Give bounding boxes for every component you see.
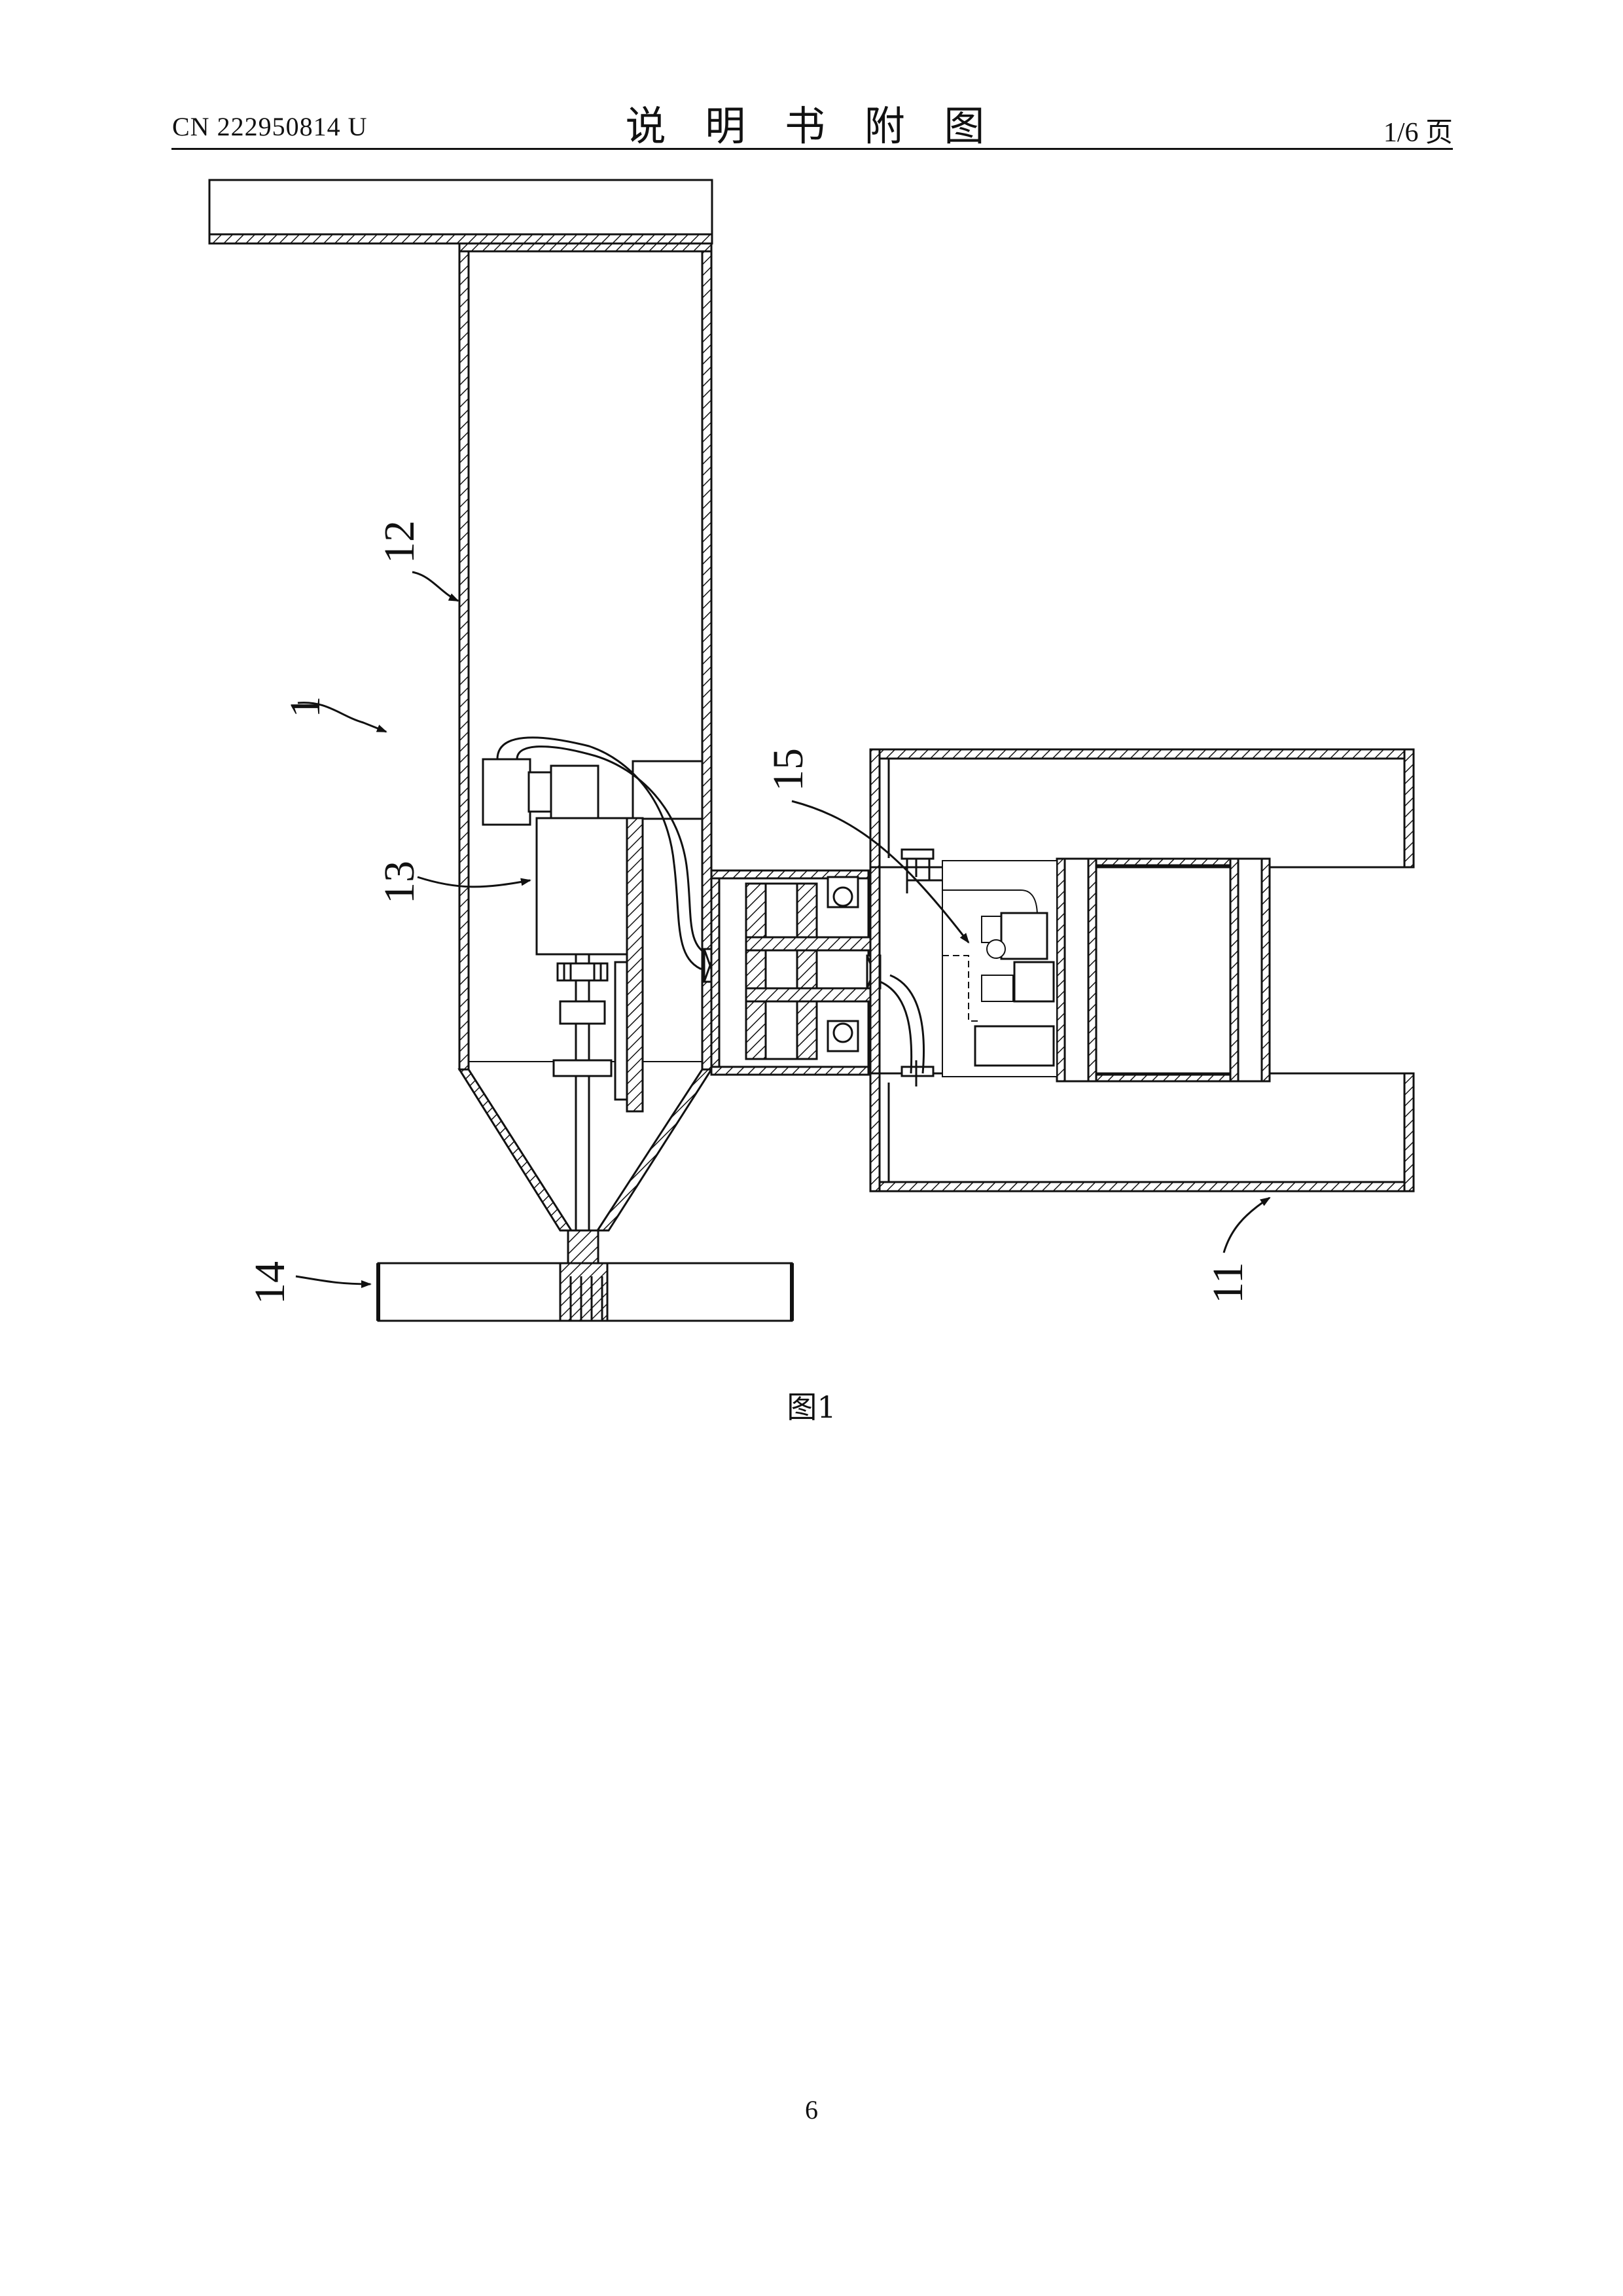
ref-label-13: 13 (376, 861, 423, 904)
rotary-joint (711, 870, 880, 1075)
leader-14 (296, 1276, 370, 1284)
ref-label-15: 15 (764, 748, 812, 791)
leader-11 (1224, 1198, 1270, 1253)
ref-label-12: 12 (376, 520, 423, 564)
control-unit (880, 850, 1057, 1086)
leader-13 (418, 877, 530, 887)
ref-label-1: 1 (281, 696, 329, 718)
figure-caption: 图1 (0, 1384, 1623, 1427)
top-mounting-plate (209, 180, 712, 243)
page-number: 6 (0, 2094, 1623, 2125)
ref-label-11: 11 (1204, 1262, 1252, 1304)
drive-assembly (483, 738, 716, 1270)
hopper-body (459, 243, 711, 1230)
distributor-disc (378, 1230, 792, 1321)
leader-12 (412, 572, 458, 601)
ref-label-14: 14 (246, 1261, 294, 1304)
